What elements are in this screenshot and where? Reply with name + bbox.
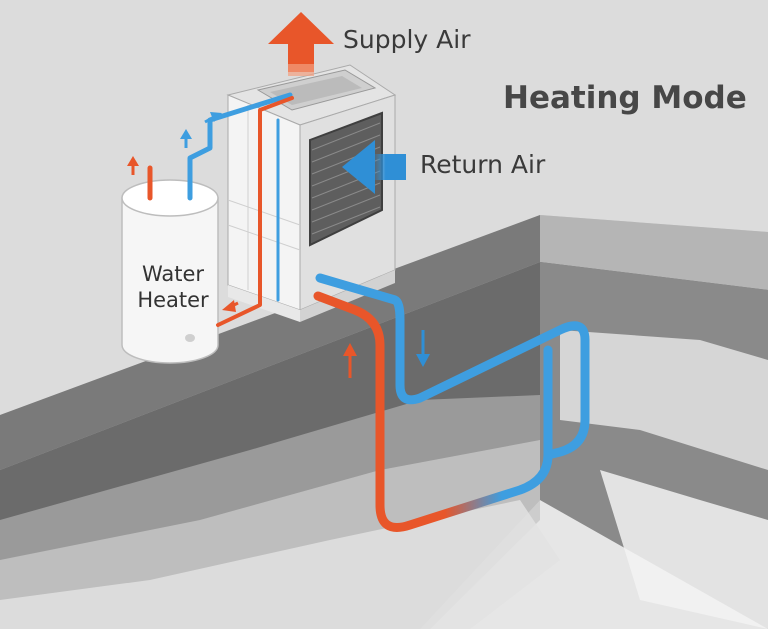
water-heater-pipes — [147, 92, 294, 327]
supply-air-arrow — [268, 12, 334, 76]
condenser-coil — [309, 111, 383, 247]
water-heater-label-line2: Heater — [137, 288, 209, 312]
ground-loop-pipes — [313, 273, 590, 532]
water-heater-label-line1: Water — [141, 262, 205, 286]
ground-block — [0, 215, 768, 629]
heat-pump-unit — [226, 64, 397, 322]
supply-air-label: Supply Air — [343, 25, 471, 54]
diagram-title: Heating Mode — [503, 80, 747, 116]
return-air-label: Return Air — [420, 150, 546, 179]
flow-direction-arrow — [127, 112, 430, 378]
water-heater — [121, 179, 219, 364]
return-air-arrow — [342, 140, 406, 194]
